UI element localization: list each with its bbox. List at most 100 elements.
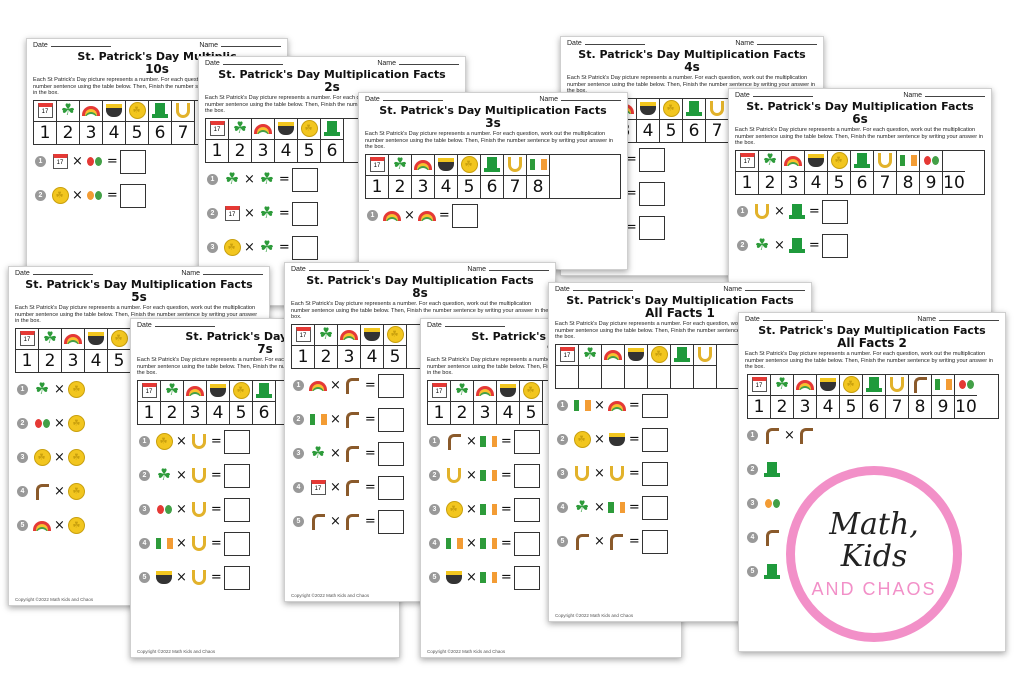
calendar-icon: 17 bbox=[739, 153, 755, 169]
answer-box[interactable] bbox=[641, 461, 668, 486]
answer-box[interactable] bbox=[513, 429, 540, 454]
answer-box[interactable] bbox=[377, 407, 404, 432]
leprechaun-hat-icon bbox=[152, 102, 168, 119]
answer-box[interactable] bbox=[641, 495, 668, 520]
gold-coin-icon bbox=[110, 330, 128, 348]
shamrock-icon: ☘ bbox=[259, 238, 275, 256]
answer-box[interactable] bbox=[119, 149, 146, 174]
harp-icon bbox=[35, 483, 49, 500]
question-row: 1×= bbox=[729, 195, 991, 229]
answer-box[interactable] bbox=[513, 565, 540, 590]
calendar-icon: 17 bbox=[310, 480, 326, 496]
answer-box[interactable] bbox=[513, 531, 540, 556]
horseshoe-icon bbox=[575, 466, 589, 482]
rainbow-icon bbox=[417, 210, 436, 221]
answer-box[interactable] bbox=[291, 235, 318, 260]
gold-coin-icon bbox=[68, 483, 86, 501]
balloons-icon bbox=[923, 156, 939, 166]
worksheet-instructions: Each St Patrick's Day picture represents… bbox=[735, 127, 984, 147]
answer-box[interactable] bbox=[638, 215, 665, 240]
answer-box[interactable] bbox=[513, 463, 540, 488]
question-row: 4×= bbox=[421, 527, 681, 561]
shamrock-icon: ☘ bbox=[574, 498, 590, 516]
answer-box[interactable] bbox=[638, 181, 665, 206]
rainbow-icon bbox=[414, 159, 432, 170]
pot-of-gold-icon bbox=[278, 122, 294, 136]
answer-box[interactable] bbox=[641, 427, 668, 452]
answer-box[interactable] bbox=[119, 183, 146, 208]
pot-of-gold-icon bbox=[628, 348, 644, 362]
horseshoe-icon bbox=[447, 468, 461, 484]
horseshoe-icon bbox=[508, 157, 522, 173]
answer-box[interactable] bbox=[377, 373, 404, 398]
gold-coin-icon bbox=[232, 382, 250, 400]
worksheet-subtitle: 7s bbox=[257, 342, 273, 356]
name-label: Name bbox=[199, 42, 218, 49]
balloons-icon bbox=[32, 414, 52, 434]
shamrock-icon: ☘ bbox=[60, 101, 76, 119]
answer-box[interactable] bbox=[641, 529, 668, 554]
horseshoe-icon bbox=[191, 434, 206, 450]
answer-box[interactable] bbox=[821, 233, 848, 258]
answer-box[interactable] bbox=[821, 199, 848, 224]
pot-of-gold-icon bbox=[156, 571, 172, 585]
shamrock-icon: ☘ bbox=[754, 236, 770, 254]
shamrock-icon: ☘ bbox=[259, 170, 275, 188]
worksheet-title: St. Patrick's Day Multiplication Facts bbox=[379, 104, 607, 117]
irish-flag-icon bbox=[480, 470, 498, 482]
worksheet-subtitle: 10s bbox=[145, 62, 169, 76]
harp-icon bbox=[346, 513, 360, 530]
answer-box[interactable] bbox=[641, 393, 668, 418]
answer-box[interactable] bbox=[223, 565, 250, 590]
question-row: 4 bbox=[739, 521, 1005, 555]
horseshoe-icon bbox=[698, 347, 712, 363]
pot-of-gold-icon bbox=[808, 154, 824, 168]
answer-box[interactable] bbox=[223, 497, 250, 522]
answer-box[interactable] bbox=[451, 203, 478, 228]
answer-box[interactable] bbox=[223, 531, 250, 556]
gold-coin-icon bbox=[68, 517, 86, 535]
leprechaun-hat-icon bbox=[324, 120, 340, 137]
harp-icon bbox=[346, 479, 360, 496]
question-row: 3×☘= bbox=[199, 231, 465, 265]
question-row: 2×= bbox=[285, 403, 555, 437]
irish-flag-icon bbox=[608, 502, 626, 514]
answer-box[interactable] bbox=[291, 201, 318, 226]
rainbow-icon bbox=[796, 379, 814, 390]
answer-box[interactable] bbox=[638, 147, 665, 172]
irish-flag-icon bbox=[934, 379, 952, 391]
irish-flag-icon bbox=[480, 538, 498, 550]
worksheet-subtitle: 6s bbox=[852, 112, 868, 126]
horseshoe-icon bbox=[191, 502, 206, 518]
harp-icon bbox=[311, 513, 325, 530]
worksheet-instructions: Each St Patrick's Day picture represents… bbox=[15, 305, 258, 325]
rainbow-icon bbox=[340, 329, 358, 340]
answer-box[interactable] bbox=[377, 475, 404, 500]
worksheet-title: St. Patrick's Day Multiplic bbox=[77, 50, 237, 63]
horseshoe-icon bbox=[176, 103, 190, 119]
harp-icon bbox=[346, 445, 360, 462]
question-row: 2×= bbox=[549, 423, 811, 457]
answer-box[interactable] bbox=[223, 429, 250, 454]
rainbow-icon bbox=[309, 380, 327, 391]
answer-box[interactable] bbox=[291, 167, 318, 192]
answer-box[interactable] bbox=[377, 509, 404, 534]
answer-box[interactable] bbox=[223, 463, 250, 488]
answer-box[interactable] bbox=[377, 441, 404, 466]
question-row: 5×= bbox=[285, 505, 555, 539]
question-row: 1×= bbox=[285, 369, 555, 403]
calendar-icon: 17 bbox=[751, 377, 767, 393]
shamrock-icon: ☘ bbox=[232, 119, 248, 137]
picture-key-table: 171 ☘2 3 4 5 6 7 8 9 10 bbox=[735, 149, 985, 195]
shamrock-icon: ☘ bbox=[582, 345, 598, 363]
answer-box[interactable] bbox=[513, 497, 540, 522]
gold-coin-icon bbox=[650, 346, 668, 364]
worksheet-title: St. Patrick's Day Multiplication Facts bbox=[578, 48, 806, 61]
